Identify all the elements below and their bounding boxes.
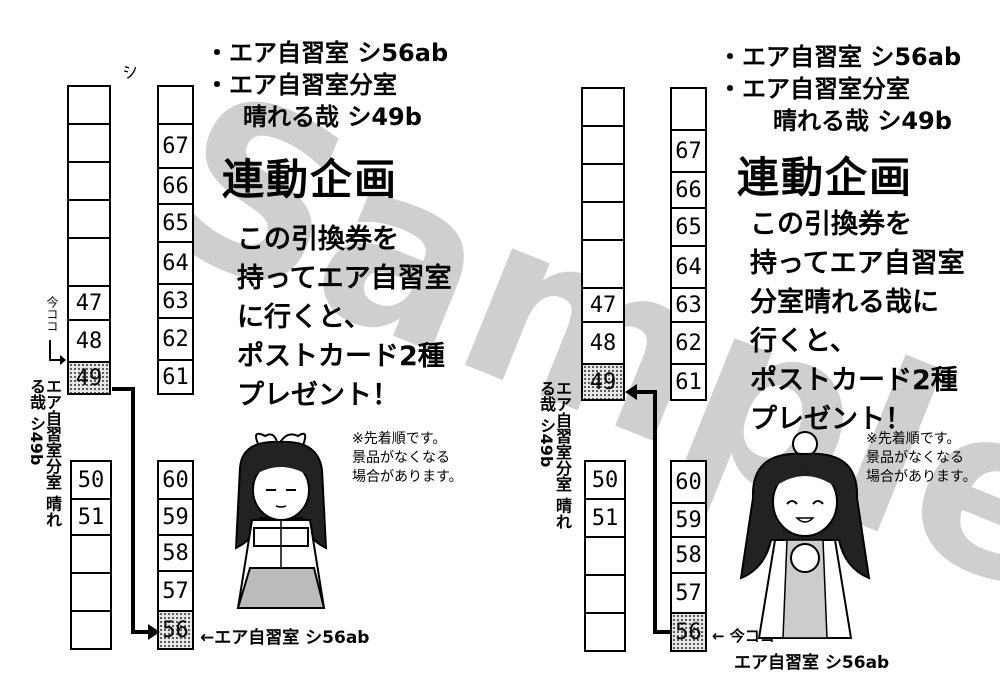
right-booth-cell: 57 [670, 572, 707, 614]
right-booth-cell [581, 201, 625, 241]
right-booth-cell: 51 [584, 498, 626, 538]
right-header-line1: ・エア自習室 シ56ab [718, 43, 962, 71]
right-body-line: プレゼント！ [750, 404, 912, 435]
right-booth-cell [670, 87, 707, 131]
right-booth-cell: 47 [581, 287, 625, 323]
left-booth-cell: 60 [157, 460, 194, 500]
right-body-line: 行くと、 [750, 326, 857, 357]
right-booth-cell: 67 [670, 129, 707, 173]
left-header-line1: ・エア自習室 シ56ab [205, 39, 449, 67]
left-booth-cell: 47 [67, 285, 111, 321]
left-bottom-booth-label: ←エア自習室 シ56ab [200, 628, 370, 648]
here-arrow-icon [49, 340, 66, 365]
right-booth-cell-56-highlighted: 56 [670, 612, 707, 652]
left-booth-cell [67, 85, 111, 125]
left-note: ※先着順です。 景品がなくなる 場合があります。 [352, 430, 463, 487]
right-vertical-booth-label: エア自習室分室 晴れる哉 シ49b [537, 380, 572, 530]
left-here-label: 今ココ [45, 296, 59, 332]
left-header-line3: 晴れる哉 シ49b [243, 103, 422, 131]
left-header-line2: ・エア自習室分室 [205, 71, 397, 99]
left-body-line: この引換券を [237, 224, 399, 255]
right-booth-cell [581, 125, 625, 165]
left-booth-cell-49-highlighted: 49 [67, 361, 111, 395]
left-note-line: ※先着順です。 [352, 431, 447, 447]
right-bottom-booth-label: エア自習室 シ56ab [734, 653, 890, 673]
right-booth-cell [584, 612, 626, 652]
right-body-line: 持ってエア自習室 [750, 248, 965, 279]
right-booth-cell: 63 [670, 287, 707, 323]
right-note-line: 場合があります。 [866, 469, 977, 485]
left-booth-cell [157, 85, 194, 125]
right-body-text: この引換券を 持ってエア自習室 分室晴れる哉に 行くと、 ポストカード2種 プレ… [750, 205, 965, 439]
left-booth-cell: 50 [70, 460, 112, 500]
right-note: ※先着順です。 景品がなくなる 場合があります。 [866, 430, 977, 487]
left-body-line: プレゼント！ [237, 380, 399, 411]
left-booth-cell [67, 237, 111, 287]
left-body-text: この引換券を 持ってエア自習室 に行くと、 ポストカード2種 プレゼント！ [237, 220, 452, 415]
left-booth-cell: 67 [157, 123, 194, 169]
character-illustration [234, 432, 328, 609]
left-booth-cell: 63 [157, 283, 194, 319]
left-body-line: 持ってエア自習室 [237, 263, 452, 294]
left-booth-cell [67, 123, 111, 163]
right-booth-cell: 60 [670, 460, 707, 504]
left-booth-cell: 57 [157, 570, 194, 612]
right-body-line: 分室晴れる哉に [750, 287, 939, 318]
left-booth-cell: 66 [157, 167, 194, 205]
right-header-line2: ・エア自習室分室 [718, 75, 910, 103]
right-title: 連動企画 [737, 153, 914, 202]
right-booth-cell: 61 [670, 363, 707, 401]
left-booth-cell [67, 199, 111, 239]
left-booth-cell [70, 534, 112, 574]
right-booth-cell: 59 [670, 502, 707, 538]
right-body-line: この引換券を [750, 209, 912, 240]
left-booth-cell: 61 [157, 359, 194, 395]
right-header-line3: 晴れる哉 シ49b [773, 107, 952, 135]
right-note-line: ※先着順です。 [866, 431, 961, 447]
right-route-arrow [625, 384, 670, 634]
right-booth-cell-49-highlighted: 49 [581, 363, 625, 401]
character-illustration [739, 431, 871, 639]
left-booth-cell [70, 610, 112, 650]
right-body-line: ポストカード2種 [750, 365, 958, 396]
left-booth-cell: 62 [157, 317, 194, 361]
left-vertical-booth-label: エア自習室分室 晴れる哉 シ49b [27, 378, 62, 528]
right-booth-cell [581, 239, 625, 289]
left-note-line: 場合があります。 [352, 469, 463, 485]
right-booth-cell: 64 [670, 245, 707, 289]
left-booth-cell-56-highlighted: 56 [157, 610, 194, 650]
right-booth-cell: 66 [670, 171, 707, 209]
left-route-arrow [112, 387, 160, 640]
right-note-line: 景品がなくなる [866, 450, 964, 466]
left-booth-cell: 58 [157, 534, 194, 572]
right-booth-cell: 62 [670, 321, 707, 365]
left-body-line: ポストカード2種 [237, 341, 445, 372]
left-note-line: 景品がなくなる [352, 450, 450, 466]
left-booth-cell: 64 [157, 241, 194, 285]
left-body-line: に行くと、 [237, 302, 371, 333]
right-booth-cell [584, 574, 626, 614]
left-title: 連動企画 [222, 155, 399, 204]
